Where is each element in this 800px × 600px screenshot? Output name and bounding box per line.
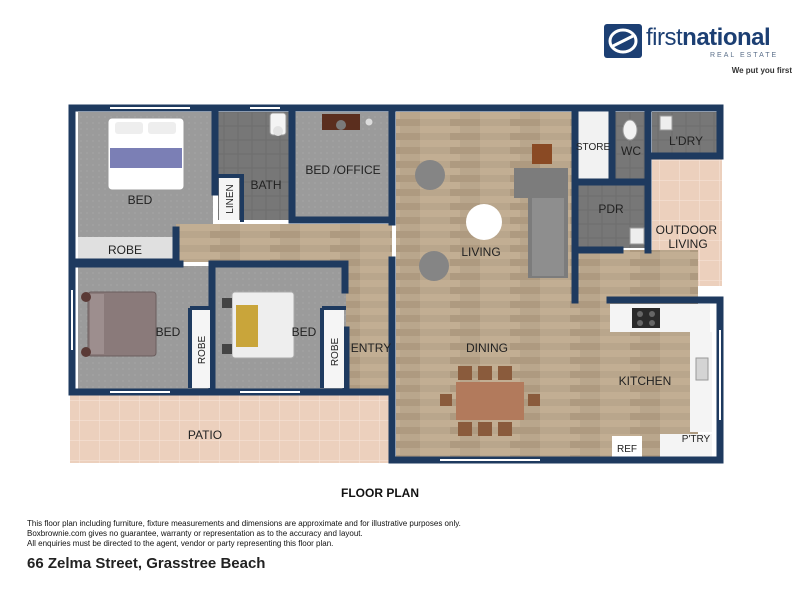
entry-floor: [346, 262, 392, 390]
coffee-table-icon: [466, 204, 502, 240]
sink-icon: [695, 357, 709, 381]
property-address: 66 Zelma Street, Grasstree Beach: [27, 555, 266, 572]
label-pdr: PDR: [598, 202, 624, 216]
armchair-icons: [415, 160, 449, 281]
dining-table-icon: [440, 366, 540, 436]
room-labels: BED ROBE BATH BED /OFFICE LINEN BED ROBE…: [108, 134, 721, 455]
label-entry: ENTRY: [351, 341, 391, 355]
robe3-wall: [320, 306, 346, 388]
ref-space: [612, 436, 642, 458]
label-dining: DINING: [466, 341, 508, 355]
ptry-floor: [660, 434, 712, 458]
cooktop-icon: [632, 308, 660, 328]
label-bed1: BED: [128, 193, 153, 207]
bed2-bed-icon: [81, 291, 157, 357]
disclaimer: This floor plan including furniture, fix…: [27, 519, 461, 549]
robe2-cupboard: [192, 310, 210, 388]
wc-toilet-icon: [622, 119, 638, 141]
linen-cupboard: [219, 178, 239, 220]
label-outdoor-living-text: OUTDOOR: [656, 223, 718, 237]
bed1-bed-icon: [107, 117, 185, 191]
bath-fixtures: [269, 112, 287, 136]
patio-floor: [70, 395, 390, 463]
furniture: [81, 112, 709, 436]
store-floor: [576, 112, 612, 182]
internal-partitions: [188, 174, 346, 388]
sofa-icon: [514, 144, 568, 278]
label-robe3: ROBE: [330, 338, 341, 367]
floor-plan-title: FLOOR PLAN: [341, 486, 419, 500]
exterior-wall-top-right: [571, 104, 724, 154]
brand-tagline: We put you first: [731, 66, 792, 75]
linen-wall: [216, 174, 244, 222]
brand-subtitle: REAL ESTATE: [710, 52, 779, 59]
label-ldry: L'DRY: [669, 134, 703, 148]
disclaimer-line: Boxbrownie.com gives no guarantee, warra…: [27, 529, 363, 538]
label-robe1: ROBE: [108, 243, 142, 257]
label-living: LIVING: [461, 245, 500, 259]
hall-floor: [176, 224, 392, 262]
windows: [71, 107, 721, 461]
label-kitchen: KITCHEN: [619, 374, 672, 388]
robe2-wall: [188, 306, 212, 388]
label-ptry: P'TRY: [682, 434, 711, 445]
label-wc: WC: [621, 144, 641, 158]
label-bed3: BED: [292, 325, 317, 339]
walls: [68, 104, 724, 464]
first-national-logo-icon: [604, 24, 642, 58]
label-bath: BATH: [250, 178, 281, 192]
label-robe2: ROBE: [197, 336, 208, 365]
brand-name: firstnational: [646, 24, 771, 51]
wall-bed3-top: [208, 260, 349, 294]
label-outdoor-living: OUTDOOR LIVING: [656, 223, 721, 251]
disclaimer-line: All enquiries must be directed to the ag…: [27, 539, 334, 548]
pdr-basin-icon: [629, 227, 645, 245]
robe3-cupboard: [324, 310, 344, 388]
label-ref: REF: [617, 444, 637, 455]
brand-logo-block: firstnational REAL ESTATE We put you fir…: [602, 22, 792, 82]
robe1-floor: [78, 237, 176, 261]
label-patio: PATIO: [188, 428, 222, 442]
laundry-tub-icon: [659, 115, 673, 131]
label-outdoor-living-text-line2: LIVING: [668, 237, 707, 251]
label-bed-office: BED /OFFICE: [305, 163, 380, 177]
disclaimer-line: This floor plan including furniture, fix…: [27, 519, 461, 528]
label-linen: LINEN: [225, 184, 236, 213]
label-store: STORE: [576, 142, 611, 153]
bed3-bed-icon: [222, 291, 295, 359]
kitchen-side-bench: [690, 332, 712, 432]
desk-icon: [322, 114, 374, 130]
kitchen-floor: [574, 250, 698, 457]
label-bed2: BED: [156, 325, 181, 339]
